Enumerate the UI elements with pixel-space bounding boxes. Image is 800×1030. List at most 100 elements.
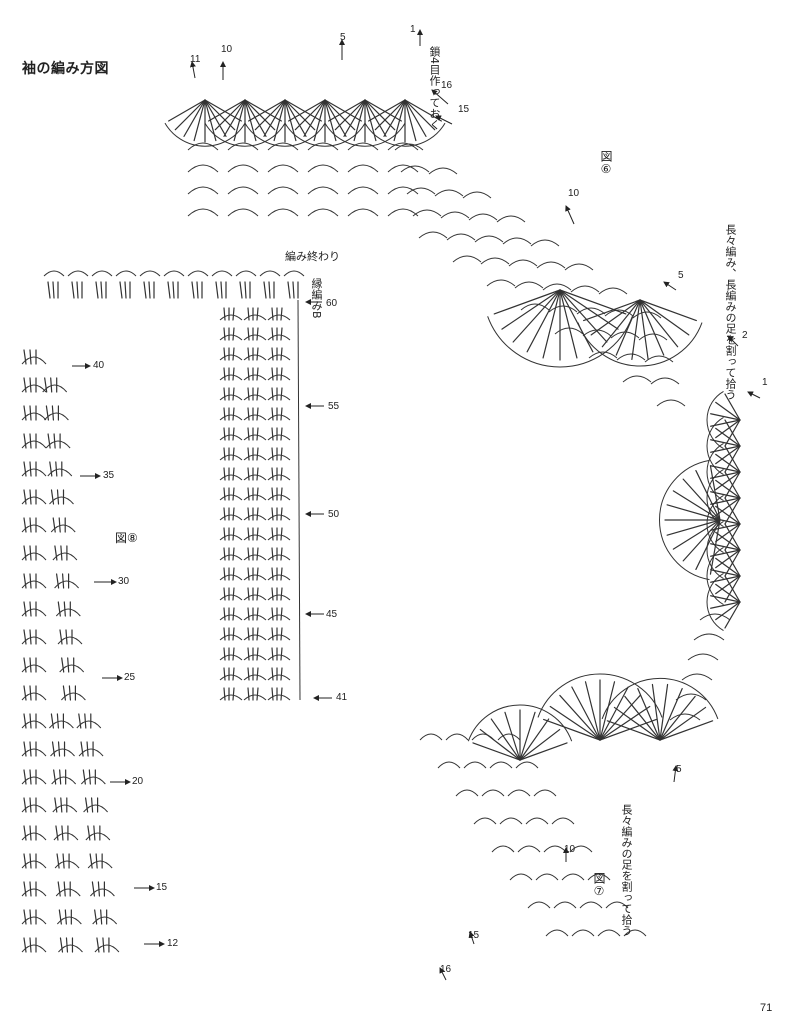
figB-row-label: 60: [326, 298, 338, 309]
fig8-chain: [52, 804, 78, 813]
figB-stitch: [256, 307, 259, 321]
fig6-chain: [187, 142, 219, 151]
fig8-stitch: [97, 881, 101, 897]
fig8-stitch: [63, 601, 66, 617]
fig6-row-label: 2: [742, 330, 748, 341]
fig8-stitch: [68, 685, 72, 701]
fig6-fan-stitch: [501, 289, 561, 330]
figB-chain: [267, 574, 291, 581]
figB-stitch: [271, 687, 274, 701]
fig6-fan-stitch: [666, 519, 721, 536]
fig7-chain: [533, 789, 557, 797]
fig6-fan-stitch: [672, 490, 721, 521]
fig8-stitch: [50, 377, 53, 393]
fig6-band-chain: [622, 375, 652, 383]
fig8-chain: [49, 720, 74, 729]
fig8-stitch: [29, 713, 32, 729]
fig6-band-chain: [644, 355, 674, 363]
fig8-stitch: [61, 825, 64, 841]
figB-stitch: [223, 387, 226, 401]
fig8-stitch: [23, 853, 27, 869]
fig6-fan-stitch: [343, 99, 366, 137]
fig8-chain: [83, 804, 108, 813]
figB-stitch: [247, 607, 250, 621]
row-arrow: [672, 765, 679, 783]
fig7-fan-stitch: [659, 706, 707, 741]
figB-stitch: [223, 367, 226, 381]
fig6-band-chain: [656, 399, 686, 407]
chain-arc: [324, 122, 406, 147]
fig7-chain: [535, 873, 559, 881]
figB-stitch: [232, 527, 235, 541]
fig6-row-label: 5: [340, 32, 346, 43]
figB-chain: [267, 474, 291, 481]
figB-stitch: [247, 647, 250, 661]
figB-border-stitch: [220, 281, 223, 299]
figB-stitch: [280, 487, 283, 501]
figB-chain: [267, 514, 291, 521]
figB-stitch: [256, 427, 259, 441]
fig6-side-stitch: [710, 549, 741, 557]
figB-border-stitch: [268, 281, 271, 299]
figB-stitch: [280, 307, 283, 321]
figB-chain: [219, 594, 243, 601]
fig7-fan-stitch: [659, 687, 683, 741]
fig6-row-label: 15: [458, 104, 470, 115]
fig6-side-stitch: [710, 575, 741, 583]
figB-border-stitch: [244, 281, 247, 299]
fig7-chain: [499, 817, 523, 825]
fig7-fan-stitch: [624, 695, 661, 741]
row-arrow: [565, 205, 575, 225]
fig6-fan-stitch: [639, 299, 679, 348]
figB-stitch: [232, 647, 235, 661]
fig8-chain: [21, 748, 47, 757]
fig8-chain: [21, 580, 47, 589]
fig8-stitch: [82, 769, 86, 785]
figB-stitch: [223, 507, 226, 521]
figB-border-stitch: [292, 281, 295, 299]
fig8-stitch: [29, 461, 32, 477]
figB-stitch: [256, 327, 259, 341]
figB-stitch: [223, 427, 226, 441]
fig8-stitch: [49, 461, 53, 477]
figB-chain: [267, 614, 291, 621]
figB-stitch: [247, 347, 250, 361]
figB-stitch: [280, 667, 283, 681]
fig8-chain: [21, 944, 47, 953]
fig8-stitch: [55, 573, 60, 589]
fig8-stitch: [23, 433, 27, 449]
fig7-label: 図⑦: [592, 872, 606, 898]
fig8-chain: [78, 748, 104, 757]
fig6-band-chain: [604, 309, 634, 317]
figB-chain: [219, 514, 243, 521]
fig8-stitch: [53, 769, 57, 785]
fig7-chain: [509, 873, 533, 881]
fig8-stitch: [29, 909, 32, 925]
fig6-band-chain: [412, 209, 442, 217]
fig8-stitch: [23, 489, 27, 505]
fig8-stitch: [29, 937, 32, 953]
fig8-chain: [21, 552, 47, 561]
fig6-band-chain: [406, 187, 436, 195]
figB-stitch: [271, 607, 274, 621]
figB-chain: [219, 474, 243, 481]
figB-stitch: [232, 447, 235, 461]
fig7-chain: [463, 761, 487, 769]
fig8-chain: [92, 916, 118, 925]
chain-arc: [706, 416, 724, 476]
fig6-band-chain: [434, 189, 464, 197]
figB-chain: [243, 454, 267, 461]
figB-stitch: [232, 547, 235, 561]
figB-chain: [243, 474, 267, 481]
fig6-fan-stitch: [353, 99, 366, 142]
fig8-stitch: [23, 909, 27, 925]
fig6-chain: [227, 208, 259, 217]
fig7-note: 長々編みの足を割って拾う: [620, 804, 633, 936]
figB-stitch: [247, 487, 250, 501]
figB-stitch: [271, 327, 274, 341]
fig8-stitch: [89, 853, 93, 869]
fig8-stitch: [65, 937, 69, 953]
figB-border-stitch: [167, 281, 171, 299]
figB-border-stitch: [191, 281, 195, 299]
